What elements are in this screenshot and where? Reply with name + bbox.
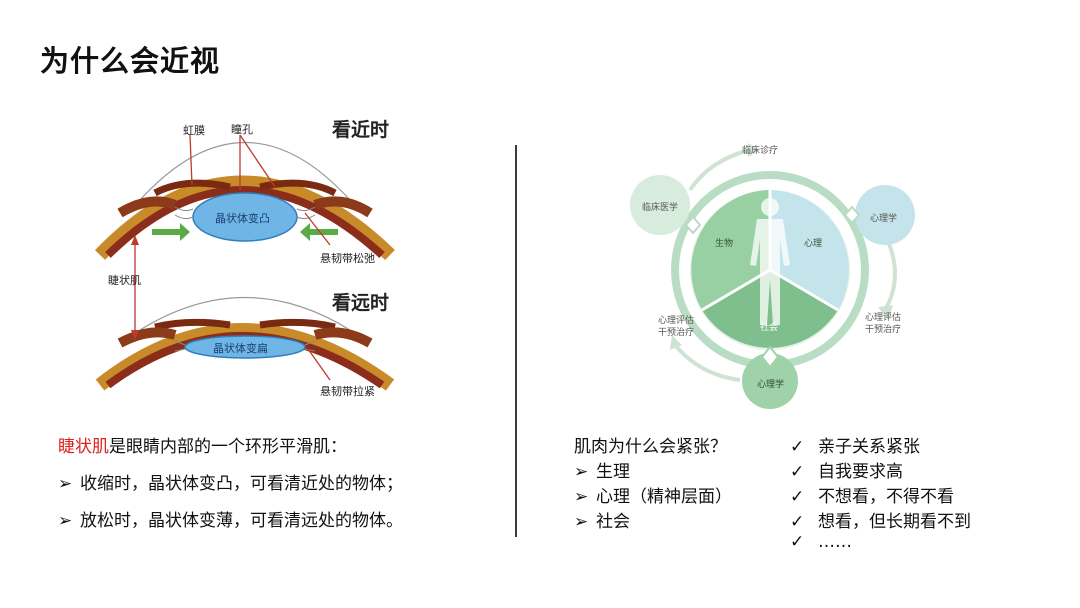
label-pupil: 瞳孔 bbox=[231, 121, 253, 137]
arrow-bullet-icon: ➢ bbox=[58, 511, 80, 531]
label-psy: 心理 bbox=[804, 236, 822, 249]
page-title: 为什么会近视 bbox=[40, 38, 220, 80]
arrow-bullet-icon: ➢ bbox=[574, 462, 596, 482]
check-icon: ✓ bbox=[790, 532, 818, 552]
check-item: ✓想看，但长期看不到 bbox=[790, 507, 971, 532]
arrow-bullet-icon: ➢ bbox=[58, 474, 80, 494]
divider bbox=[515, 145, 517, 537]
list-item: ➢生理 bbox=[574, 457, 630, 482]
label-bio: 生物 bbox=[715, 236, 733, 249]
label-clinical-medicine: 临床医学 bbox=[642, 200, 678, 213]
label-zonule-relaxed: 悬韧带松弛 bbox=[320, 250, 375, 266]
label-psychology-bottom: 心理学 bbox=[757, 377, 784, 390]
check-item: ✓自我要求高 bbox=[790, 457, 903, 482]
ciliary-term: 睫状肌 bbox=[58, 437, 109, 457]
check-item: ✓亲子关系紧张 bbox=[790, 432, 920, 457]
check-item: ✓不想看，不得不看 bbox=[790, 482, 954, 507]
arrow-bullet-icon: ➢ bbox=[574, 487, 596, 507]
ciliary-definition: 睫状肌是眼睛内部的一个环形平滑肌： bbox=[58, 432, 347, 457]
check-icon: ✓ bbox=[790, 437, 818, 457]
label-near: 看近时 bbox=[332, 115, 389, 142]
question-title: 肌肉为什么会紧张？ bbox=[574, 432, 727, 457]
label-far: 看远时 bbox=[332, 288, 389, 315]
list-item: ➢放松时，晶状体变薄，可看清远处的物体。 bbox=[58, 506, 403, 531]
biopsychosocial-diagram bbox=[630, 135, 930, 415]
list-item: ➢心理（精神层面） bbox=[574, 482, 732, 507]
label-psychology-right: 心理学 bbox=[870, 211, 897, 224]
label-iris: 虹膜 bbox=[183, 122, 205, 138]
check-icon: ✓ bbox=[790, 487, 818, 507]
label-zonule-tight: 悬韧带拉紧 bbox=[320, 383, 375, 399]
list-item: ➢收缩时，晶状体变凸，可看清近处的物体； bbox=[58, 469, 403, 494]
label-assessment-left: 心理评估 干预治疗 bbox=[658, 315, 694, 339]
label-clinical-treatment: 临床诊疗 bbox=[742, 143, 778, 156]
check-icon: ✓ bbox=[790, 512, 818, 532]
list-item: ➢社会 bbox=[574, 507, 630, 532]
label-soc: 社会 bbox=[760, 320, 778, 333]
label-lens-far: 晶状体变扁 bbox=[213, 340, 268, 356]
label-ciliary-muscle: 睫状肌 bbox=[108, 272, 141, 288]
arrow-bullet-icon: ➢ bbox=[574, 512, 596, 532]
ciliary-sentence: 是眼睛内部的一个环形平滑肌： bbox=[109, 437, 347, 457]
eye-near-illustration bbox=[100, 135, 390, 255]
label-assessment-right: 心理评估 干预治疗 bbox=[865, 312, 901, 336]
check-item: ✓…… bbox=[790, 532, 852, 552]
check-icon: ✓ bbox=[790, 462, 818, 482]
label-lens-near: 晶状体变凸 bbox=[215, 210, 270, 226]
